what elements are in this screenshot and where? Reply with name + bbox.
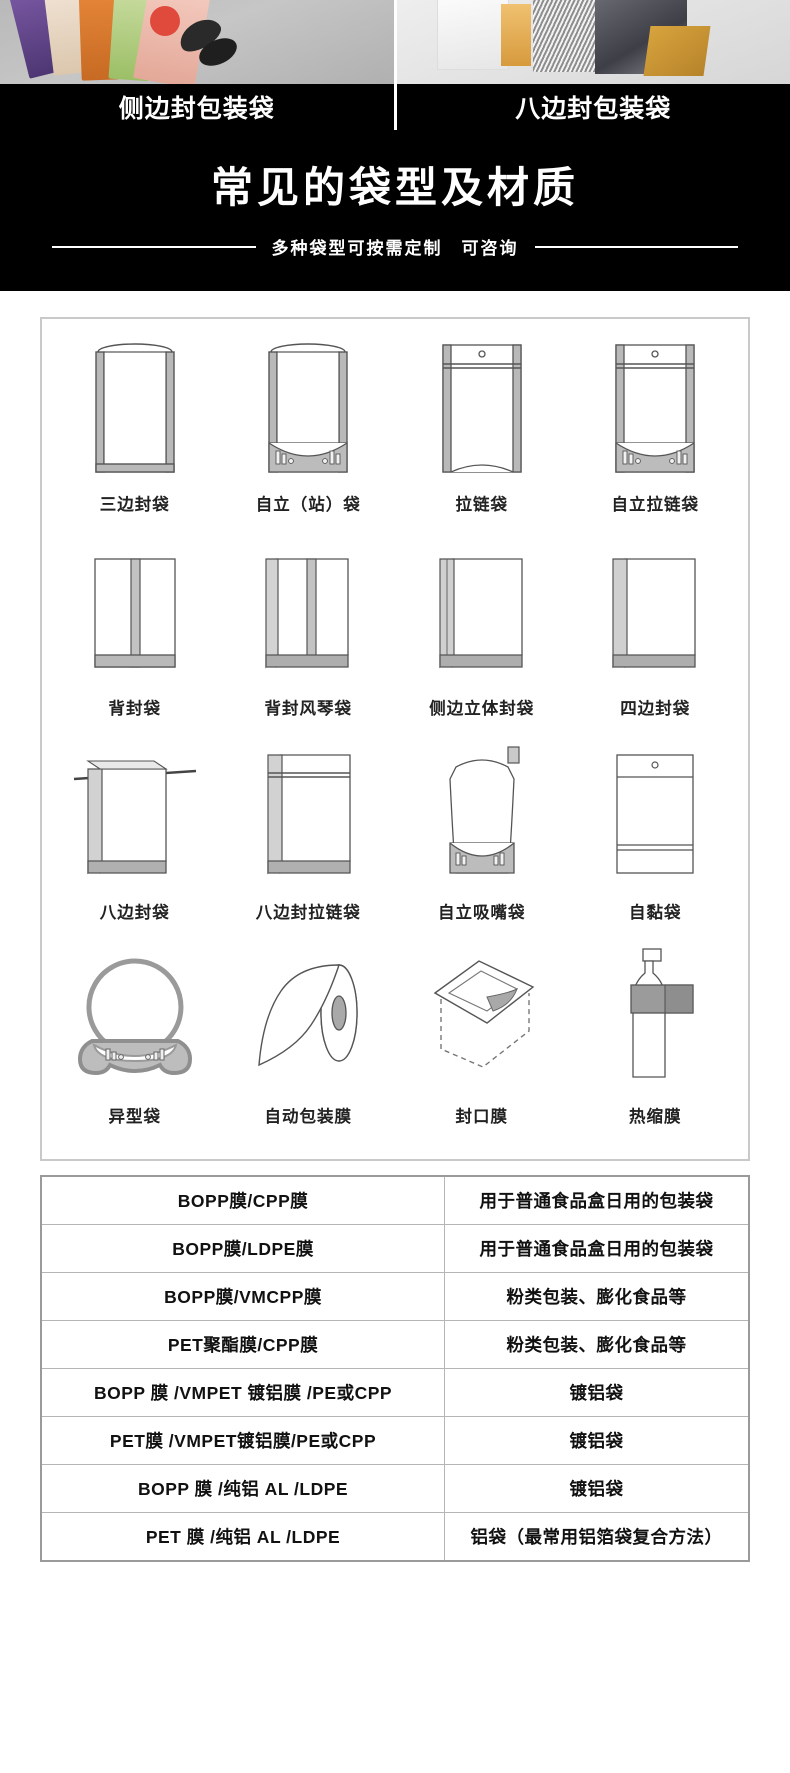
bag-cell-zipper[interactable]: 拉链袋 — [395, 333, 569, 537]
bag-cell-spouted-pouch[interactable]: 自立吸嘴袋 — [395, 741, 569, 945]
table-row: PET膜 /VMPET镀铝膜/PE或CPP 镀铝袋 — [41, 1416, 749, 1465]
bag-label: 封口膜 — [455, 1108, 508, 1127]
photo-cell-eight-side-seal: 八边封包装袋 — [396, 0, 790, 130]
table-row: BOPP膜/VMCPP膜 粉类包装、膨化食品等 — [41, 1272, 749, 1321]
table-row: BOPP 膜 /纯铝 AL /LDPE 镀铝袋 — [41, 1464, 749, 1513]
spouted-pouch-icon — [426, 741, 538, 889]
bag-cell-eight-side-seal-zipper[interactable]: 八边封拉链袋 — [222, 741, 396, 945]
material-cell: BOPP膜/CPP膜 — [41, 1176, 446, 1225]
photo-caption-right: 八边封包装袋 — [396, 84, 790, 130]
materials-table-body: BOPP膜/CPP膜 用于普通食品盒日用的包装袋 BOPP膜/LDPE膜 用于普… — [41, 1176, 749, 1562]
materials-table: BOPP膜/CPP膜 用于普通食品盒日用的包装袋 BOPP膜/LDPE膜 用于普… — [40, 1175, 750, 1563]
sealing-film-icon — [417, 945, 547, 1093]
usage-cell: 镀铝袋 — [569, 1383, 624, 1404]
usage-cell: 铝袋（最常用铝箔袋复合方法） — [470, 1527, 723, 1548]
rule-left — [52, 245, 256, 248]
bag-cell-back-seal-gusset[interactable]: 背封风琴袋 — [222, 537, 396, 741]
bag-cell-three-side-seal[interactable]: 三边封袋 — [48, 333, 222, 537]
bag-label: 背封袋 — [108, 700, 161, 719]
eight-side-seal-zipper-bag-icon — [252, 741, 364, 889]
bag-cell-four-side-seal[interactable]: 四边封袋 — [569, 537, 743, 741]
material-cell: BOPP膜/VMCPP膜 — [41, 1272, 446, 1321]
zipper-bag-icon — [426, 333, 538, 481]
rule-right — [534, 245, 738, 248]
stand-up-zipper-bag-icon — [599, 333, 711, 481]
bag-label: 异型袋 — [108, 1108, 161, 1127]
material-cell: PET膜 /VMPET镀铝膜/PE或CPP — [41, 1416, 446, 1465]
bag-label: 背封风琴袋 — [264, 700, 352, 719]
bag-cell-back-seal[interactable]: 背封袋 — [48, 537, 222, 741]
bag-cell-stand-up-zipper[interactable]: 自立拉链袋 — [569, 333, 743, 537]
bag-label: 自立拉链袋 — [611, 496, 699, 515]
auto-packaging-film-icon — [243, 945, 373, 1093]
bag-label: 拉链袋 — [455, 496, 508, 515]
usage-cell: 镀铝袋 — [569, 1431, 624, 1452]
bag-cell-stand-up-pouch[interactable]: 自立（站）袋 — [222, 333, 396, 537]
bag-label: 自立吸嘴袋 — [438, 904, 526, 923]
three-side-seal-bag-icon — [79, 333, 191, 481]
bag-row: 背封袋 背封风琴袋 — [48, 537, 742, 741]
bag-row: 异型袋 自动包装膜 — [48, 945, 742, 1149]
table-row: PET 膜 /纯铝 AL /LDPE 铝袋（最常用铝箔袋复合方法） — [41, 1512, 749, 1562]
bag-label: 侧边立体封袋 — [429, 700, 535, 719]
material-cell: BOPP 膜 /纯铝 AL /LDPE — [41, 1464, 446, 1513]
bag-label: 自立（站）袋 — [255, 496, 361, 515]
photo-caption-left: 侧边封包装袋 — [0, 84, 394, 130]
bag-cell-side-gusset[interactable]: 侧边立体封袋 — [395, 537, 569, 741]
material-cell: BOPP 膜 /VMPET 镀铝膜 /PE或CPP — [41, 1368, 446, 1417]
hero-subtitle-row: 多种袋型可按需定制 可咨询 — [0, 234, 790, 259]
side-seal-bags-photo — [0, 0, 394, 84]
bag-label: 自动包装膜 — [264, 1108, 352, 1127]
bag-cell-shaped-pouch[interactable]: 异型袋 — [48, 945, 222, 1149]
table-row: BOPP膜/LDPE膜 用于普通食品盒日用的包装袋 — [41, 1224, 749, 1273]
eight-side-seal-bags-photo — [396, 0, 790, 84]
hero-subtitle: 多种袋型可按需定制 可咨询 — [271, 239, 519, 259]
side-gusset-bag-icon — [426, 537, 538, 685]
usage-cell: 粉类包装、膨化食品等 — [506, 1287, 687, 1308]
shrink-film-icon — [599, 945, 711, 1093]
bag-label: 三边封袋 — [99, 496, 170, 515]
photo-strip: 侧边封包装袋 八边封包装袋 — [0, 0, 790, 130]
material-cell: BOPP膜/LDPE膜 — [41, 1224, 446, 1273]
material-cell: PET 膜 /纯铝 AL /LDPE — [41, 1512, 446, 1562]
photo-cell-side-seal: 侧边封包装袋 — [0, 0, 397, 130]
self-adhesive-bag-icon — [599, 741, 711, 889]
bag-label: 八边封拉链袋 — [255, 904, 361, 923]
bag-cell-eight-side-seal[interactable]: 八边封袋 — [48, 741, 222, 945]
usage-cell: 用于普通食品盒日用的包装袋 — [479, 1239, 714, 1260]
bag-cell-shrink-film[interactable]: 热缩膜 — [569, 945, 743, 1149]
bag-label: 八边封袋 — [99, 904, 170, 923]
hero-banner: 常见的袋型及材质 多种袋型可按需定制 可咨询 — [0, 130, 790, 292]
bag-row: 八边封袋 八边封拉链袋 — [48, 741, 742, 945]
eight-side-seal-bag-icon — [70, 741, 200, 889]
shaped-pouch-icon — [70, 945, 200, 1093]
usage-cell: 镀铝袋 — [569, 1479, 624, 1500]
table-row: BOPP 膜 /VMPET 镀铝膜 /PE或CPP 镀铝袋 — [41, 1368, 749, 1417]
bag-label: 热缩膜 — [629, 1108, 682, 1127]
table-row: BOPP膜/CPP膜 用于普通食品盒日用的包装袋 — [41, 1176, 749, 1225]
page-title: 常见的袋型及材质 — [210, 164, 579, 211]
back-seal-gusset-bag-icon — [252, 537, 364, 685]
material-cell: PET聚酯膜/CPP膜 — [41, 1320, 446, 1369]
back-seal-bag-icon — [79, 537, 191, 685]
bag-label: 自黏袋 — [629, 904, 682, 923]
usage-cell: 用于普通食品盒日用的包装袋 — [479, 1191, 714, 1212]
bag-type-grid: 三边封袋 — [40, 317, 750, 1162]
page-root: 侧边封包装袋 八边封包装袋 常见的袋型及材质 多种袋型可按需定制 可咨询 — [0, 0, 790, 1563]
bag-label: 四边封袋 — [620, 700, 691, 719]
bag-cell-sealing-film[interactable]: 封口膜 — [395, 945, 569, 1149]
four-side-seal-bag-icon — [599, 537, 711, 685]
bag-cell-auto-packaging-film[interactable]: 自动包装膜 — [222, 945, 396, 1149]
bag-cell-self-adhesive[interactable]: 自黏袋 — [569, 741, 743, 945]
table-row: PET聚酯膜/CPP膜 粉类包装、膨化食品等 — [41, 1320, 749, 1369]
usage-cell: 粉类包装、膨化食品等 — [506, 1335, 687, 1356]
stand-up-pouch-icon — [252, 333, 364, 481]
bag-row: 三边封袋 — [48, 333, 742, 537]
